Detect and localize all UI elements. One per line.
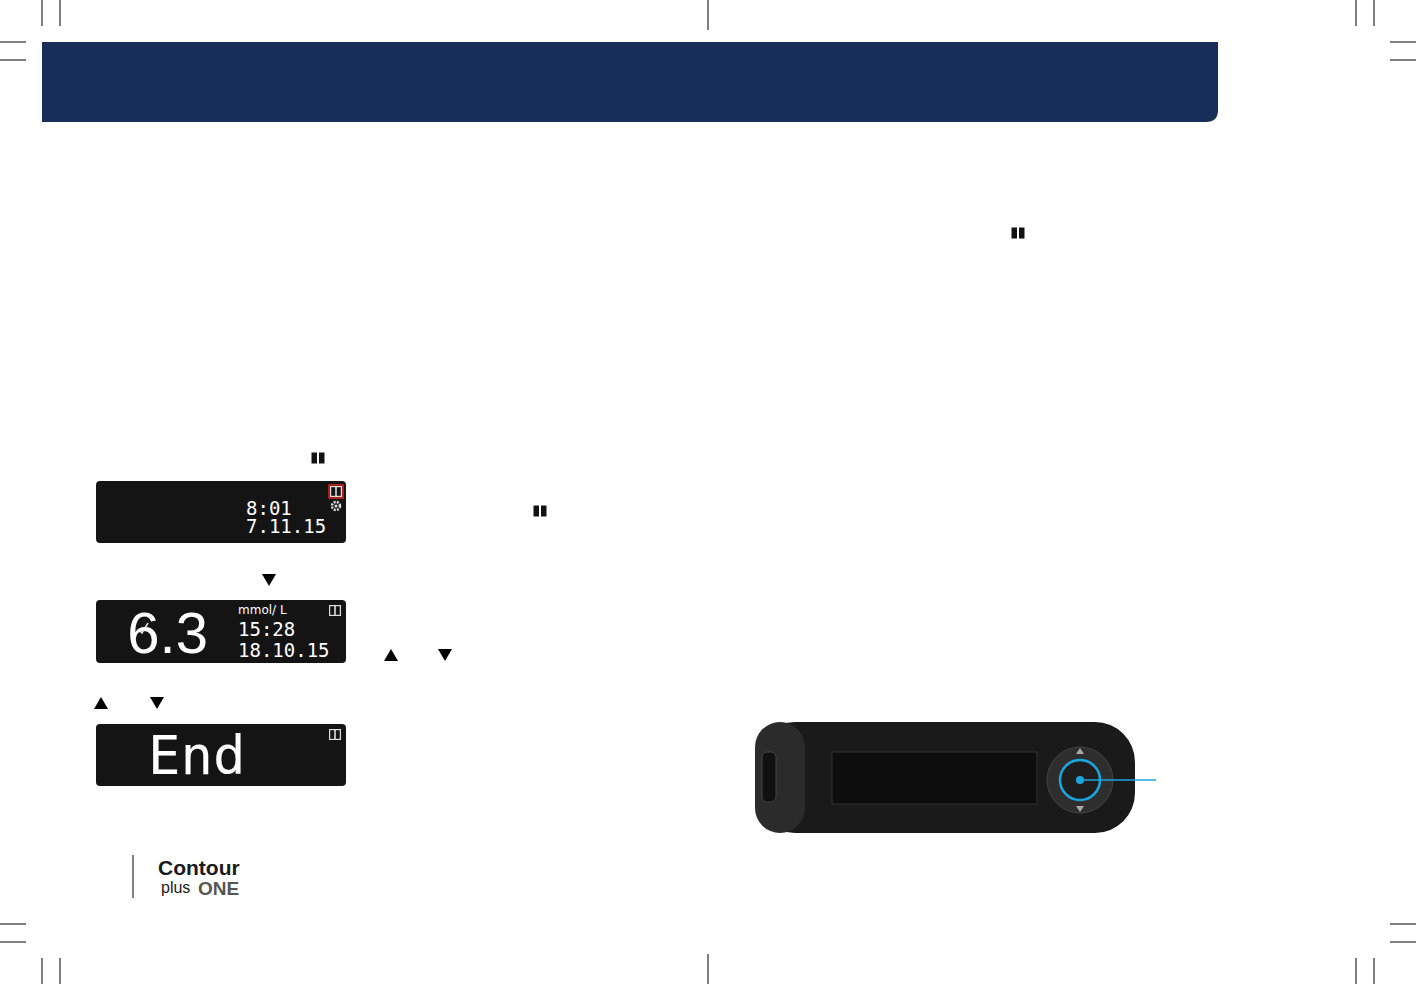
lcd-screen: End	[96, 724, 346, 786]
up-arrow	[94, 697, 108, 709]
down-arrow	[438, 649, 452, 661]
meter-illustration	[755, 722, 1156, 833]
time-readout: 8:01	[246, 499, 292, 518]
brand-logo: ONE	[198, 879, 239, 898]
time-readout: 15:28	[238, 620, 295, 639]
date-readout: 7.11.15	[246, 517, 326, 536]
date-readout: 18.10.15	[238, 641, 330, 660]
footer-rule	[133, 855, 134, 898]
lcd-screen: 6.3 mmol/ L 15:28 18.10.15	[96, 600, 346, 663]
end-message: End	[148, 729, 246, 783]
book-icon	[1010, 226, 1026, 240]
book-icon	[310, 451, 326, 465]
glucose-value: 6.3	[127, 604, 208, 662]
unit-label: mmol/ L	[238, 604, 287, 616]
lcd-screen: 8:017.11.15	[96, 481, 346, 543]
up-arrow	[384, 649, 398, 661]
down-arrow	[262, 574, 276, 586]
brand-logo: Contour	[158, 857, 240, 878]
down-arrow	[150, 697, 164, 709]
book-icon	[532, 504, 548, 518]
header-band	[42, 42, 1218, 122]
status-icons	[326, 483, 346, 515]
brand-logo: plus	[161, 880, 190, 896]
